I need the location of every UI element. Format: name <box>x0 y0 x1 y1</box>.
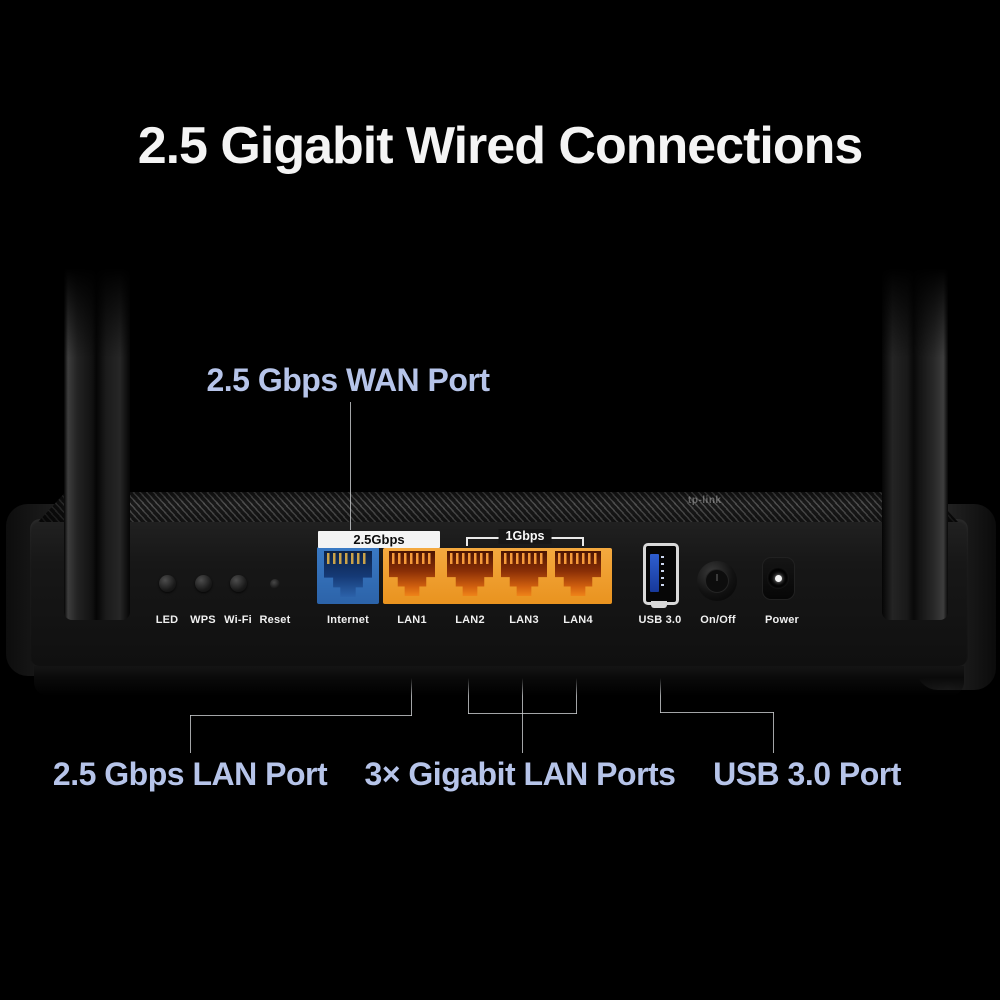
wps-button <box>195 575 212 592</box>
router-base-shadow <box>34 666 964 696</box>
tplink-logo: tp-link <box>688 495 722 506</box>
page-title: 2.5 Gigabit Wired Connections <box>137 117 864 175</box>
lan3-callout-line <box>522 646 523 753</box>
usb-callout-line-across <box>660 712 774 713</box>
lan3-port <box>501 551 547 596</box>
wps-label: WPS <box>190 614 216 626</box>
lan2-port <box>447 551 493 596</box>
led-label: LED <box>155 614 179 626</box>
lan2-label: LAN2 <box>455 614 485 626</box>
lan1-callout-line-end <box>190 715 191 753</box>
usb-port-tab <box>651 601 667 608</box>
lan3-label: LAN3 <box>509 614 539 626</box>
lan1-callout-line-across <box>190 715 412 716</box>
wan-speed-tag: 2.5Gbps <box>318 531 440 548</box>
usb-callout-line-end <box>773 712 774 753</box>
power-label: Power <box>764 614 800 626</box>
reset-pinhole <box>270 579 280 589</box>
lan1-port <box>389 551 435 596</box>
power-switch-cap <box>705 569 729 593</box>
lan25-callout: 2.5 Gbps LAN Port <box>52 756 328 792</box>
left-antenna <box>64 268 130 620</box>
power-jack <box>762 557 795 600</box>
rj45-opening <box>324 551 372 597</box>
internet-wan-port <box>317 547 379 604</box>
internet-label: Internet <box>327 614 369 626</box>
rj45-pins <box>558 553 598 564</box>
reset-label: Reset <box>259 614 291 626</box>
wan-port-callout: 2.5 Gbps WAN Port <box>206 362 490 398</box>
lan4-port <box>555 551 601 596</box>
lan-port-block <box>383 548 612 604</box>
rj45-pins <box>327 553 369 564</box>
lan4-label: LAN4 <box>563 614 593 626</box>
onoff-label: On/Off <box>700 614 736 626</box>
usb3-label: USB 3.0 <box>638 614 682 626</box>
power-switch <box>697 561 737 601</box>
wan-callout-line <box>350 402 351 530</box>
right-antenna <box>882 268 948 620</box>
power-switch-mark <box>716 574 718 581</box>
usb3-port <box>643 543 679 605</box>
router-top-vent-mesh <box>38 492 958 522</box>
usb-callout: USB 3.0 Port <box>713 756 901 792</box>
wifi-label: Wi-Fi <box>224 614 252 626</box>
usb-contacts <box>661 556 664 590</box>
rj45-pins <box>392 553 432 564</box>
lan-speed-tag: 1Gbps <box>498 529 552 544</box>
led-button <box>159 575 176 592</box>
gigabit-speed-bracket: 1Gbps <box>466 529 584 546</box>
usb-tongue <box>650 554 659 592</box>
gigabit-callout: 3× Gigabit LAN Ports <box>364 756 676 792</box>
rj45-pins <box>504 553 544 564</box>
wifi-button <box>230 575 247 592</box>
power-jack-pin <box>775 575 782 582</box>
lan1-label: LAN1 <box>397 614 427 626</box>
rj45-pins <box>450 553 490 564</box>
